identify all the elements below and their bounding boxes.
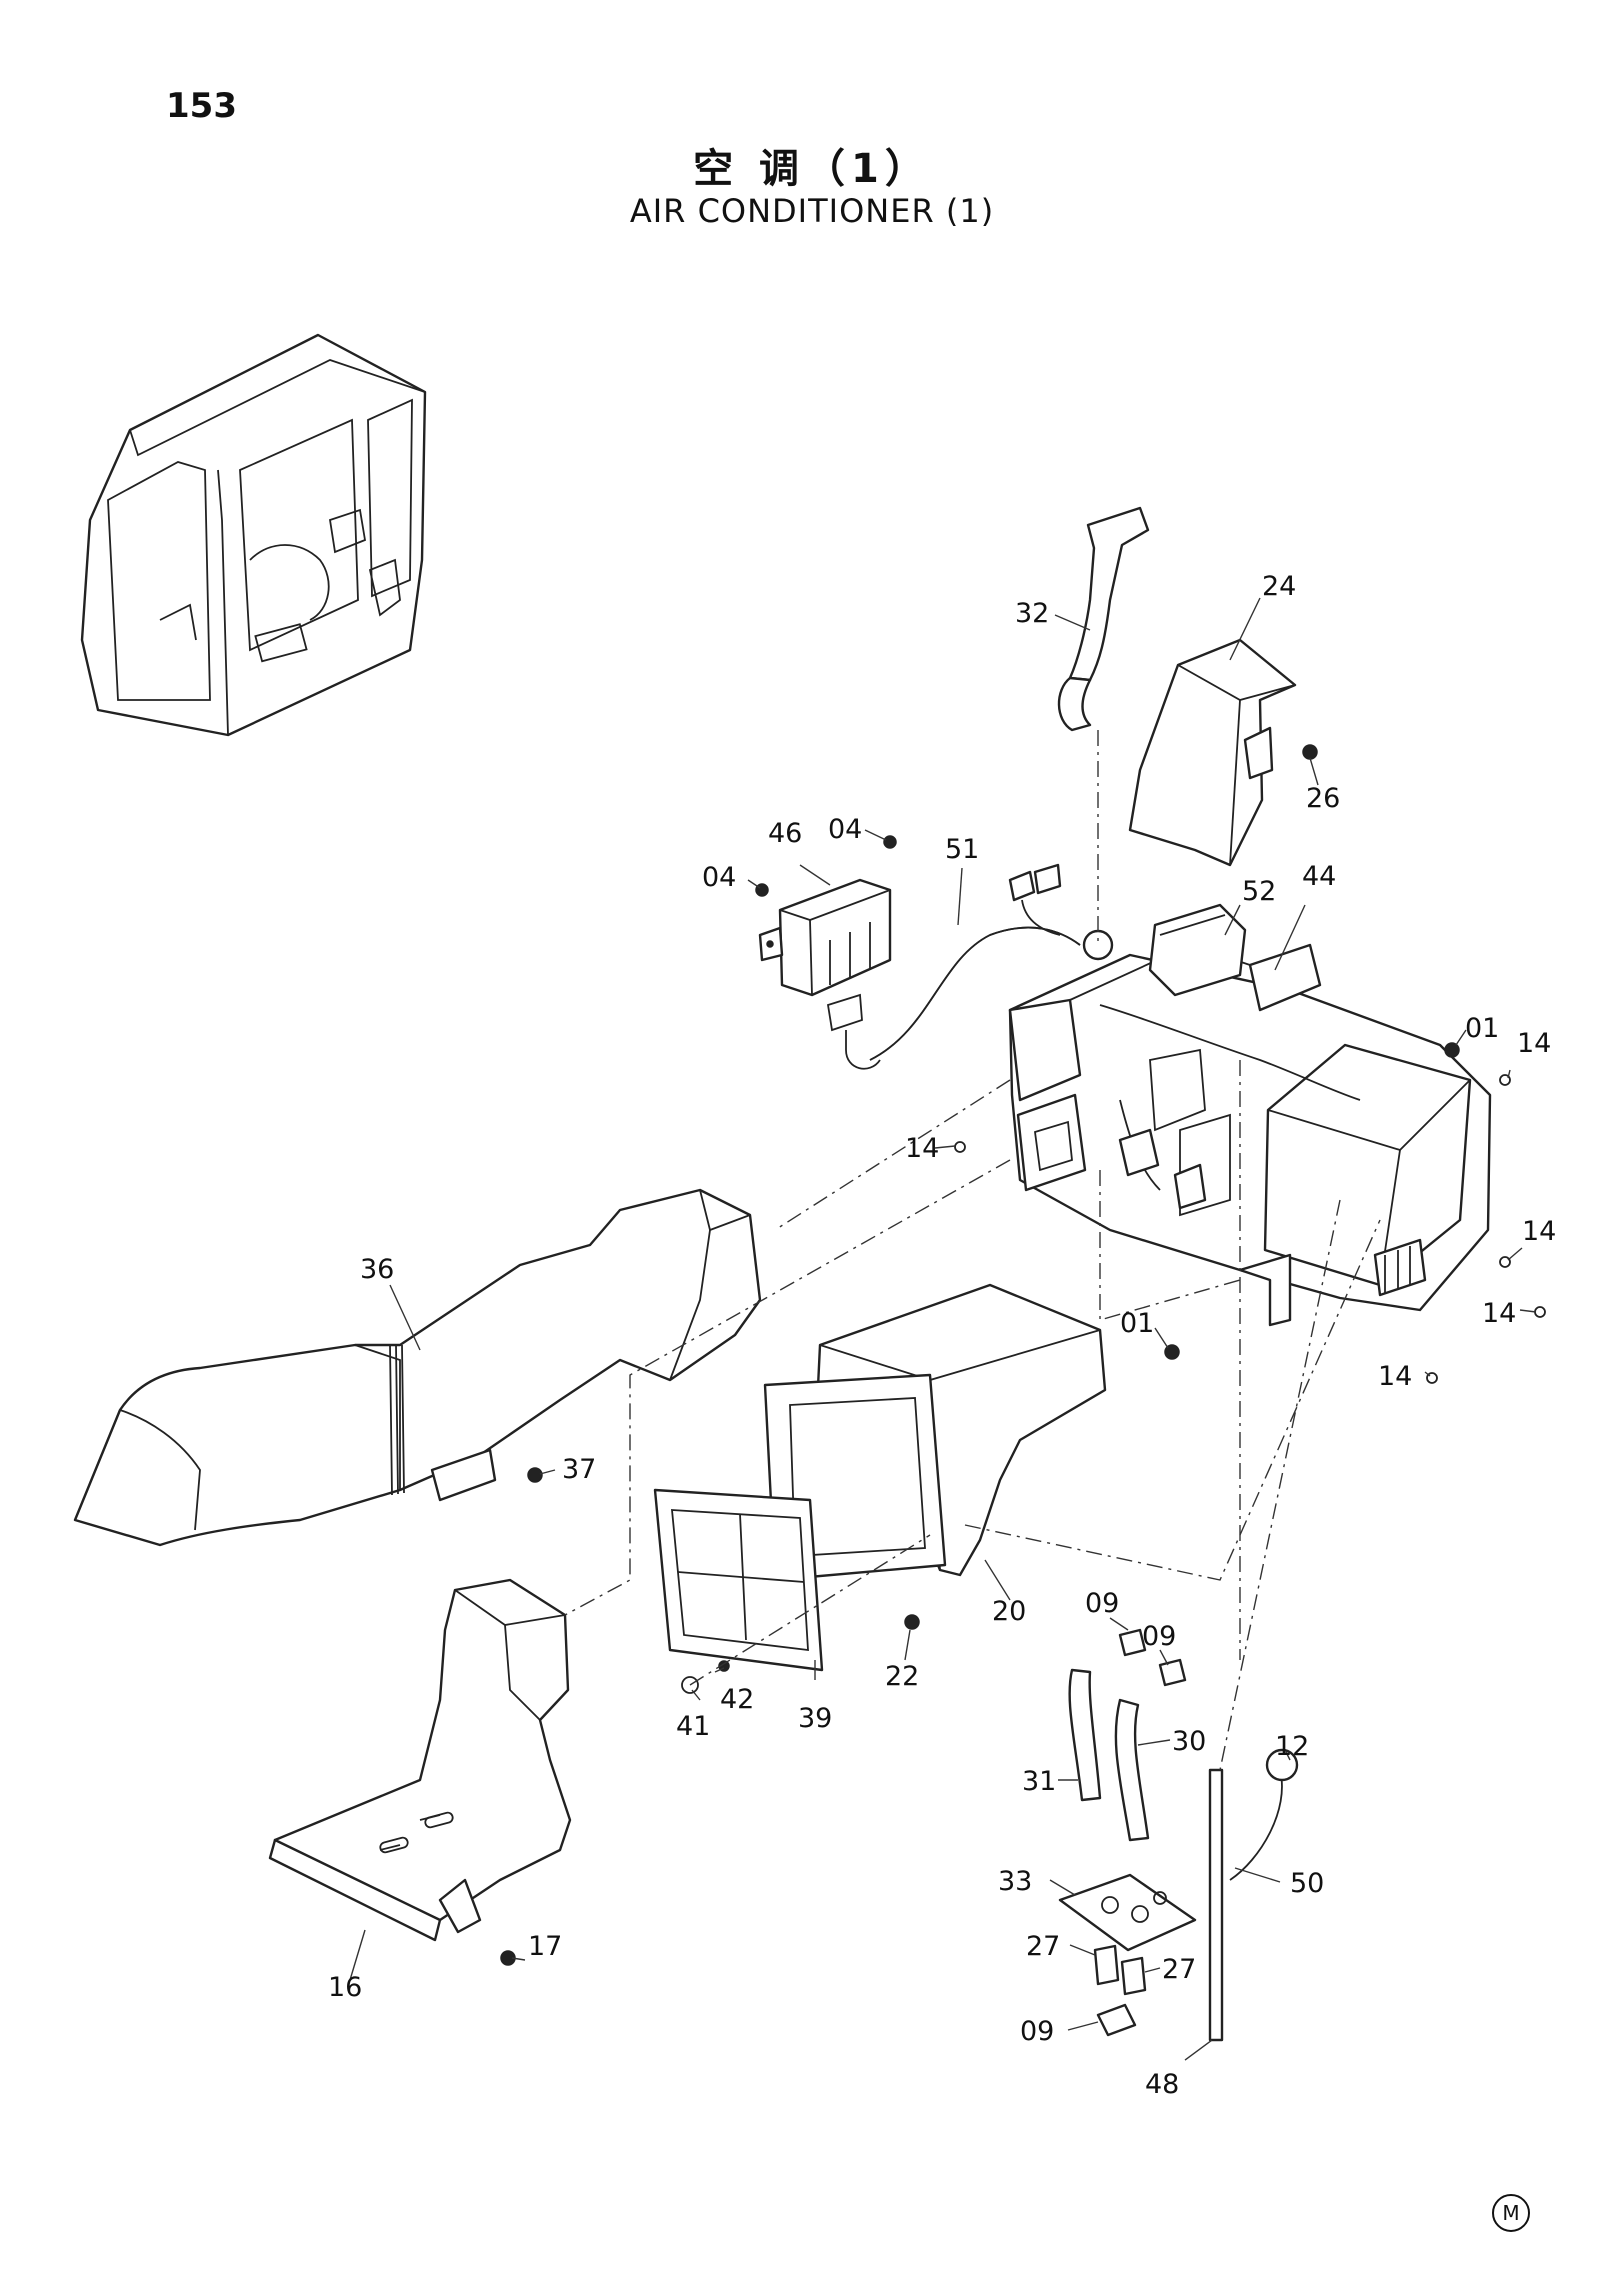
harness-51 <box>869 863 1081 1061</box>
footer-m-mark: M <box>1492 2194 1530 2232</box>
callout-27: 27 <box>1026 1931 1060 1962</box>
callout-14: 14 <box>1482 1298 1516 1329</box>
leader-lines <box>349 597 1537 2061</box>
callout-16: 16 <box>328 1972 362 2003</box>
callout-27: 27 <box>1162 1954 1196 1985</box>
callout-09: 09 <box>1085 1588 1119 1619</box>
hoses <box>1058 1628 1299 2042</box>
callout-50: 50 <box>1290 1868 1324 1899</box>
callout-01: 01 <box>1120 1308 1154 1339</box>
callout-14: 14 <box>1378 1361 1412 1392</box>
callout-09: 09 <box>1142 1621 1176 1652</box>
callout-37: 37 <box>562 1454 596 1485</box>
callout-04: 04 <box>828 814 862 845</box>
callout-labels: 01 01 04 04 09 09 09 12 14 14 14 14 14 1… <box>328 571 1556 2100</box>
duct-36 <box>73 1188 762 1547</box>
title-english: AIR CONDITIONER (1) <box>629 192 995 230</box>
callout-22: 22 <box>885 1661 919 1692</box>
callout-32: 32 <box>1015 598 1049 629</box>
duct-32 <box>1057 506 1150 732</box>
cab-thumbnail <box>80 333 427 737</box>
filter-39 <box>653 1488 824 1672</box>
callout-04: 04 <box>702 862 736 893</box>
assembly-lines <box>564 730 1381 1771</box>
control-unit-46 <box>758 878 892 1070</box>
page-number: 153 <box>166 86 237 126</box>
callout-14: 14 <box>1517 1028 1551 1059</box>
callout-48: 48 <box>1145 2069 1179 2100</box>
callout-09: 09 <box>1020 2016 1054 2047</box>
callout-14: 14 <box>905 1133 939 1164</box>
callout-12: 12 <box>1275 1731 1309 1762</box>
callout-01: 01 <box>1465 1013 1499 1044</box>
callout-44: 44 <box>1302 861 1336 892</box>
callout-31: 31 <box>1022 1766 1056 1797</box>
callout-20: 20 <box>992 1596 1026 1627</box>
callout-51: 51 <box>945 834 979 865</box>
callout-36: 36 <box>360 1254 394 1285</box>
callout-42: 42 <box>720 1684 754 1715</box>
callout-14: 14 <box>1522 1216 1556 1247</box>
callout-39: 39 <box>798 1703 832 1734</box>
intake-housing-20 <box>763 1283 1107 1582</box>
callout-24: 24 <box>1262 571 1296 602</box>
callout-17: 17 <box>528 1931 562 1962</box>
callout-52: 52 <box>1242 876 1276 907</box>
title-chinese: 空 调（1） <box>693 146 931 192</box>
callout-26: 26 <box>1306 783 1340 814</box>
callout-33: 33 <box>998 1866 1032 1897</box>
duct-16 <box>268 1578 572 1942</box>
callout-30: 30 <box>1172 1726 1206 1757</box>
ac-unit-44 <box>1008 903 1492 1327</box>
callout-46: 46 <box>768 818 802 849</box>
duct-24 <box>1128 638 1297 867</box>
callout-41: 41 <box>676 1711 710 1742</box>
